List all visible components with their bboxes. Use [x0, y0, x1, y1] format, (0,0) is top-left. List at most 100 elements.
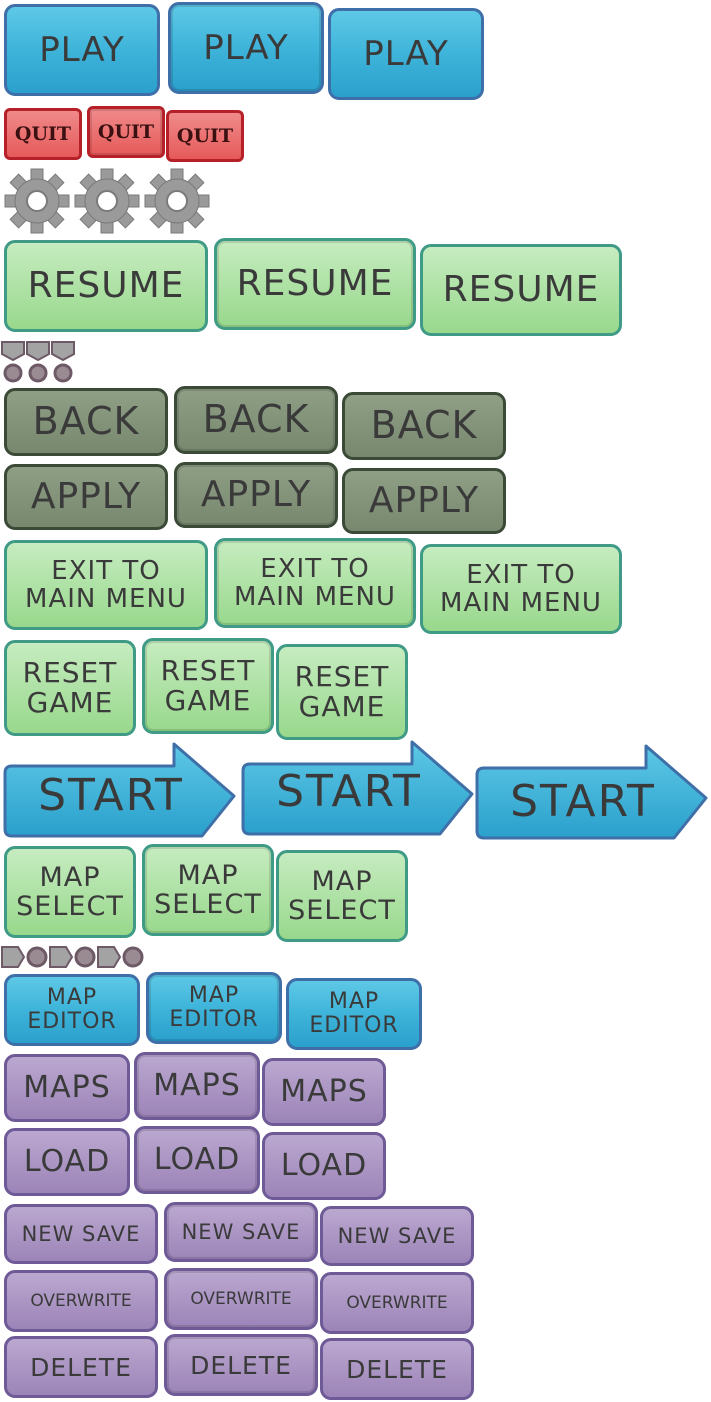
exit-label-line2: MAIN MENU [234, 582, 396, 612]
maps-label: MAPS [153, 1067, 241, 1103]
reset-label-line1: RESET [294, 659, 390, 693]
quit-label: QUIT [97, 120, 155, 143]
quit-button[interactable]: QUIT [87, 106, 165, 158]
map-select-line2: SELECT [288, 895, 396, 926]
delete-label: DELETE [346, 1354, 448, 1384]
start-button[interactable]: START [240, 738, 476, 838]
map-editor-line2: EDITOR [27, 1009, 117, 1034]
back-button[interactable]: BACK [174, 386, 338, 454]
start-arrow-shape [3, 742, 236, 838]
start-arrow-shape [475, 744, 708, 840]
apply-button[interactable]: APPLY [4, 464, 168, 530]
start-arrow-shape [241, 740, 474, 836]
start-button[interactable]: START [2, 740, 238, 840]
maps-button[interactable]: MAPS [4, 1054, 130, 1122]
map-select-line2: SELECT [154, 889, 262, 920]
quit-label: QUIT [176, 124, 234, 147]
apply-label: APPLY [30, 475, 142, 517]
play-button[interactable]: PLAY [4, 4, 160, 96]
new-save-button[interactable]: NEW SAVE [4, 1204, 158, 1264]
load-label: LOAD [280, 1147, 368, 1183]
maps-button[interactable]: MAPS [134, 1052, 260, 1120]
map-editor-line1: MAP [188, 983, 240, 1009]
reset-label-line2: GAME [164, 684, 252, 717]
delete-button[interactable]: DELETE [320, 1338, 474, 1400]
play-label: PLAY [39, 29, 125, 70]
new-save-label: NEW SAVE [181, 1219, 301, 1244]
delete-button[interactable]: DELETE [164, 1334, 318, 1396]
overwrite-label: OVERWRITE [346, 1292, 448, 1313]
resume-label: RESUME [442, 268, 600, 310]
start-label: START [276, 766, 422, 817]
reset-label-line1: RESET [22, 655, 118, 689]
delete-button[interactable]: DELETE [4, 1336, 158, 1398]
map-editor-line2: EDITOR [169, 1007, 259, 1032]
map-editor-line1: MAP [328, 989, 380, 1015]
load-button[interactable]: LOAD [262, 1132, 386, 1200]
map-select-line1: MAP [311, 865, 373, 897]
map-editor-line1: MAP [46, 985, 98, 1011]
gear-icon[interactable] [74, 168, 140, 234]
resume-button[interactable]: RESUME [4, 240, 208, 332]
back-label: BACK [32, 399, 140, 444]
back-label: BACK [202, 397, 310, 442]
overwrite-label: OVERWRITE [190, 1288, 292, 1309]
apply-button[interactable]: APPLY [174, 462, 338, 528]
gear-icon[interactable] [144, 168, 210, 234]
maps-label: MAPS [280, 1073, 368, 1109]
quit-label: QUIT [14, 122, 72, 145]
maps-label: MAPS [23, 1069, 111, 1105]
play-label: PLAY [203, 27, 289, 68]
new-save-button[interactable]: NEW SAVE [164, 1202, 318, 1262]
quit-button[interactable]: QUIT [166, 110, 244, 162]
load-label: LOAD [23, 1143, 111, 1179]
start-label: START [510, 776, 656, 827]
exit-label-line1: EXIT TO [260, 553, 370, 584]
reset-label-line2: GAME [26, 686, 114, 719]
exit-label-line1: EXIT TO [51, 555, 161, 586]
load-label: LOAD [153, 1141, 241, 1177]
play-button[interactable]: PLAY [328, 8, 484, 100]
gear-icon[interactable] [4, 168, 70, 234]
delete-label: DELETE [190, 1350, 292, 1380]
load-button[interactable]: LOAD [134, 1126, 260, 1194]
play-label: PLAY [363, 33, 449, 74]
play-button[interactable]: PLAY [168, 2, 324, 94]
apply-button[interactable]: APPLY [342, 468, 506, 534]
apply-label: APPLY [368, 479, 480, 521]
maps-button[interactable]: MAPS [262, 1058, 386, 1126]
exit-label-line2: MAIN MENU [25, 584, 187, 614]
pentagon-token-icon [1, 946, 144, 968]
overwrite-button[interactable]: OVERWRITE [4, 1270, 158, 1332]
resume-button[interactable]: RESUME [214, 238, 416, 330]
shield-token-icon [1, 341, 75, 383]
overwrite-button[interactable]: OVERWRITE [320, 1272, 474, 1334]
delete-label: DELETE [30, 1352, 132, 1382]
reset-label-line1: RESET [160, 653, 256, 687]
back-label: BACK [370, 403, 478, 448]
new-save-button[interactable]: NEW SAVE [320, 1206, 474, 1266]
back-button[interactable]: BACK [342, 392, 506, 460]
start-label: START [38, 770, 184, 821]
map-select-line1: MAP [39, 861, 101, 893]
start-button[interactable]: START [474, 742, 710, 842]
resume-button[interactable]: RESUME [420, 244, 622, 336]
new-save-label: NEW SAVE [337, 1223, 457, 1248]
quit-button[interactable]: QUIT [4, 108, 82, 160]
load-button[interactable]: LOAD [4, 1128, 130, 1196]
back-button[interactable]: BACK [4, 388, 168, 456]
resume-label: RESUME [236, 262, 394, 304]
overwrite-button[interactable]: OVERWRITE [164, 1268, 318, 1330]
